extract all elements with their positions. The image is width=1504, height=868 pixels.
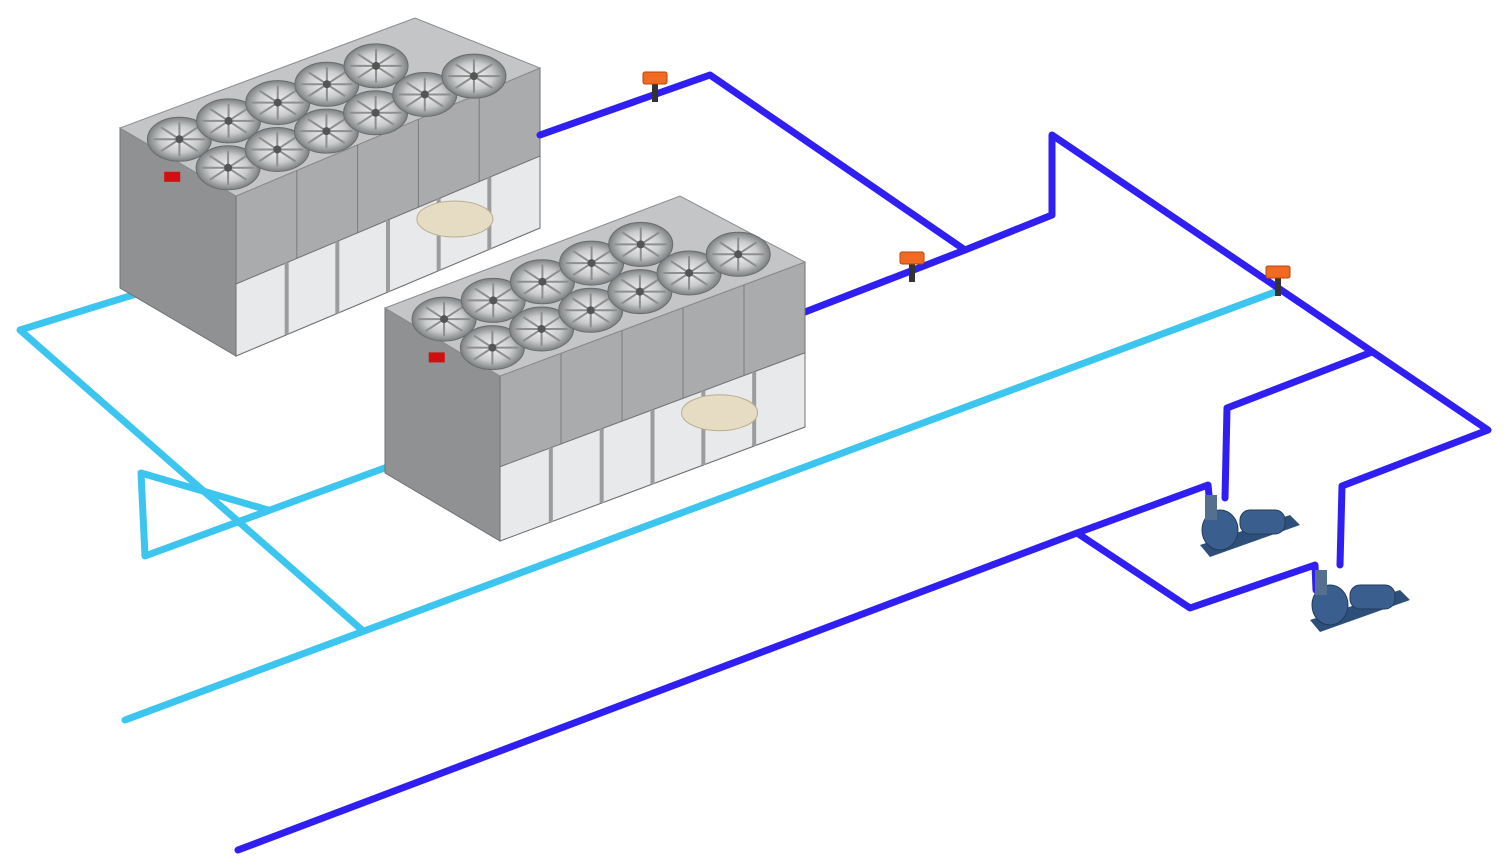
- pump-motor: [1349, 584, 1396, 610]
- fan-hub: [488, 343, 497, 352]
- fan-hub: [273, 98, 282, 107]
- fan: [459, 325, 525, 371]
- fan: [293, 108, 359, 154]
- valve-actuator: [642, 71, 668, 85]
- supply-pump1-branch: [1221, 348, 1376, 502]
- pump-motor: [1239, 509, 1286, 535]
- fan-hub: [371, 108, 380, 117]
- fan-hub: [538, 277, 547, 286]
- fan-hub: [273, 145, 282, 154]
- return-main-pipe: [121, 288, 1279, 724]
- valve-stem: [909, 262, 915, 282]
- fan-hub: [440, 315, 449, 324]
- pump2-suction-pipe: [1073, 529, 1320, 612]
- fan-hub: [420, 90, 429, 99]
- fan-hub: [587, 259, 596, 268]
- fan-hub: [224, 163, 233, 172]
- return-chiller2-pipe: [137, 451, 424, 560]
- valve-actuator: [899, 251, 925, 265]
- fan: [705, 231, 771, 277]
- supply-header-pipe: [536, 71, 1492, 569]
- valve-actuator: [1265, 265, 1291, 279]
- return-piping: [16, 281, 1279, 724]
- fan: [559, 240, 625, 286]
- fan: [245, 80, 311, 126]
- control-valve: [899, 251, 925, 282]
- fan-hub: [635, 287, 644, 296]
- fan: [509, 306, 575, 352]
- pump-inlet: [1315, 570, 1327, 595]
- fan-hub: [537, 324, 546, 333]
- pump: [1310, 570, 1410, 632]
- compressor: [681, 394, 759, 432]
- fan: [196, 98, 262, 144]
- fan: [460, 277, 526, 323]
- pump-discharge-main-pipe: [234, 481, 1214, 854]
- pump-inlet: [1205, 495, 1217, 520]
- supply-chiller2-pipe: [801, 246, 969, 316]
- fan: [607, 269, 673, 315]
- fan-hub: [322, 80, 331, 89]
- fan: [343, 90, 409, 136]
- fan: [441, 53, 507, 99]
- fan-hub: [372, 61, 381, 70]
- control-valve: [642, 71, 668, 102]
- fan-hub: [175, 135, 184, 144]
- control-valve: [1265, 265, 1291, 296]
- chiller-1[interactable]: [118, 17, 542, 357]
- chiller-2[interactable]: [383, 195, 807, 542]
- fan-hub: [469, 72, 478, 81]
- unit-nameplate: [164, 171, 181, 182]
- pumps: [1200, 495, 1410, 632]
- pump: [1200, 495, 1300, 557]
- return-chiller1-pipe: [16, 281, 366, 634]
- unit-nameplate: [428, 352, 445, 363]
- fan: [343, 43, 409, 89]
- valve-stem: [652, 82, 658, 102]
- fan-hub: [224, 116, 233, 125]
- fan: [411, 296, 477, 342]
- fan-hub: [489, 296, 498, 305]
- fan: [608, 221, 674, 267]
- fan-hub: [685, 268, 694, 277]
- fan: [294, 61, 360, 107]
- fan-hub: [322, 127, 331, 136]
- fan-hub: [586, 306, 595, 315]
- fan: [509, 259, 575, 305]
- fan-hub: [636, 240, 645, 249]
- compressor: [416, 200, 494, 238]
- fan-hub: [734, 250, 743, 259]
- valve-stem: [1275, 276, 1281, 296]
- valves: [642, 71, 1291, 296]
- fan: [146, 116, 212, 162]
